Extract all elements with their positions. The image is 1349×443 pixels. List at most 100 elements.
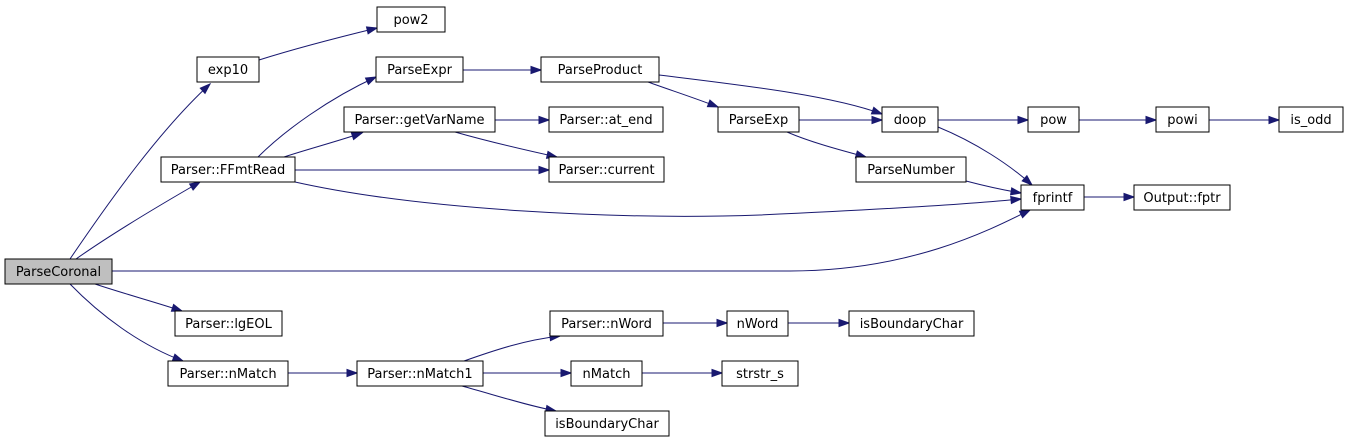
node-label: Parser::lgEOL [185, 317, 273, 332]
node-exp10[interactable]: exp10 [196, 56, 260, 83]
node-label: Parser::nMatch [179, 367, 276, 382]
node-label: nWord [737, 317, 779, 332]
edge-powi-to-is_odd [1209, 115, 1281, 125]
node-box [881, 106, 939, 133]
node-label: isBoundaryChar [860, 317, 964, 332]
node-parsenumber[interactable]: ParseNumber [855, 156, 967, 183]
node-parsecoronal[interactable]: ParseCoronal [4, 258, 113, 285]
node-doop[interactable]: doop [881, 106, 939, 133]
node-label: pow [1040, 113, 1067, 128]
edge-parsecoronal-to-ffmtread [75, 181, 202, 260]
node-box [1027, 106, 1080, 133]
node-at_end[interactable]: Parser::at_end [548, 106, 664, 133]
node-lgeol[interactable]: Parser::lgEOL [174, 310, 283, 337]
node-label: ParseExpr [387, 63, 452, 78]
node-powi[interactable]: powi [1155, 106, 1210, 133]
node-parser_nword[interactable]: Parser::nWord [549, 310, 664, 337]
node-parseexp[interactable]: ParseExp [717, 106, 800, 133]
node-nmatch[interactable]: nMatch [570, 360, 643, 387]
node-box [540, 56, 660, 83]
node-label: ParseNumber [867, 163, 955, 178]
node-label: ParseCoronal [16, 265, 101, 280]
edge-parsecoronal-to-exp10 [69, 82, 212, 260]
node-box [1020, 184, 1085, 211]
edge-parsecoronal-to-lgeol [94, 283, 184, 312]
node-label: Parser::FFmtRead [171, 163, 286, 178]
edge-nword-to-isboundary1 [788, 318, 851, 328]
node-box [343, 106, 496, 133]
edge-getvarname-to-at_end [495, 115, 551, 125]
node-label: ParseExp [729, 113, 789, 128]
node-strstr_s[interactable]: strstr_s [721, 360, 799, 387]
edge-parseexpr-to-parseproduct [463, 65, 543, 75]
node-label: ParseProduct [558, 63, 643, 78]
node-label: Parser::nWord [561, 317, 652, 332]
edge-parser_nmatch1-to-parser_nword [463, 333, 562, 362]
node-box [356, 360, 484, 387]
node-label: is_odd [1290, 113, 1331, 128]
node-layer: ParseCoronalexp10pow2Parser::FFmtReadPar… [4, 6, 1344, 437]
edge-parseproduct-to-doop [658, 74, 884, 115]
node-ffmtread[interactable]: Parser::FFmtRead [160, 156, 296, 183]
edge-parsecoronal-to-parser_nmatch [69, 283, 185, 362]
node-parser_nmatch[interactable]: Parser::nMatch [167, 360, 289, 387]
node-label: fprintf [1033, 191, 1073, 206]
node-box [544, 410, 670, 437]
edge-parseexp-to-parsenumber [786, 131, 868, 159]
node-parser_nmatch1[interactable]: Parser::nMatch1 [356, 360, 484, 387]
edge-ffmtread-to-parseexpr [257, 76, 378, 158]
node-label: strstr_s [736, 367, 784, 382]
edge-parseexp-to-doop [799, 115, 884, 125]
edge-exp10-to-pow2 [258, 26, 379, 61]
edge-parser_nmatch1-to-isboundary2 [461, 385, 558, 414]
node-box [726, 310, 789, 337]
node-box [1133, 184, 1231, 211]
edge-pow-to-powi [1079, 115, 1158, 125]
node-label: powi [1167, 113, 1197, 128]
node-pow[interactable]: pow [1027, 106, 1080, 133]
edge-parsenumber-to-fprintf [965, 180, 1023, 196]
node-box [376, 6, 446, 33]
node-parseexpr[interactable]: ParseExpr [375, 56, 464, 83]
edge-fprintf-to-output_fptr [1084, 192, 1136, 202]
node-box [174, 310, 283, 337]
node-box [548, 106, 664, 133]
edge-parser_nword-to-nword [663, 318, 729, 328]
node-output_fptr[interactable]: Output::fptr [1133, 184, 1231, 211]
node-label: Parser::current [558, 163, 654, 178]
edge-ffmtread-to-fprintf [294, 181, 1023, 217]
edge-ffmtread-to-current [295, 165, 551, 175]
edge-parseproduct-to-parseexp [647, 81, 720, 108]
node-isboundary1[interactable]: isBoundaryChar [848, 310, 975, 337]
node-pow2[interactable]: pow2 [376, 6, 446, 33]
node-label: exp10 [208, 63, 248, 78]
edge-layer [69, 26, 1281, 414]
edge-parser_nmatch1-to-nmatch [483, 368, 573, 378]
node-box [548, 156, 665, 183]
node-box [570, 360, 643, 387]
node-box [375, 56, 464, 83]
edge-parsecoronal-to-fprintf [111, 209, 1032, 272]
node-nword[interactable]: nWord [726, 310, 789, 337]
node-label: Parser::getVarName [354, 113, 484, 128]
node-box [167, 360, 289, 387]
edge-doop-to-pow [938, 115, 1030, 125]
node-box [1278, 106, 1344, 133]
edge-parser_nmatch-to-parser_nmatch1 [288, 368, 359, 378]
node-label: pow2 [393, 13, 428, 28]
node-box [1155, 106, 1210, 133]
node-label: Parser::at_end [559, 113, 652, 128]
node-box [848, 310, 975, 337]
node-box [549, 310, 664, 337]
node-parseproduct[interactable]: ParseProduct [540, 56, 660, 83]
node-getvarname[interactable]: Parser::getVarName [343, 106, 496, 133]
node-is_odd[interactable]: is_odd [1278, 106, 1344, 133]
node-box [721, 360, 799, 387]
node-label: isBoundaryChar [555, 417, 659, 432]
node-current[interactable]: Parser::current [548, 156, 665, 183]
node-box [4, 258, 113, 285]
node-isboundary2[interactable]: isBoundaryChar [544, 410, 670, 437]
edge-ffmtread-to-getvarname [283, 132, 364, 158]
node-fprintf[interactable]: fprintf [1020, 184, 1085, 211]
